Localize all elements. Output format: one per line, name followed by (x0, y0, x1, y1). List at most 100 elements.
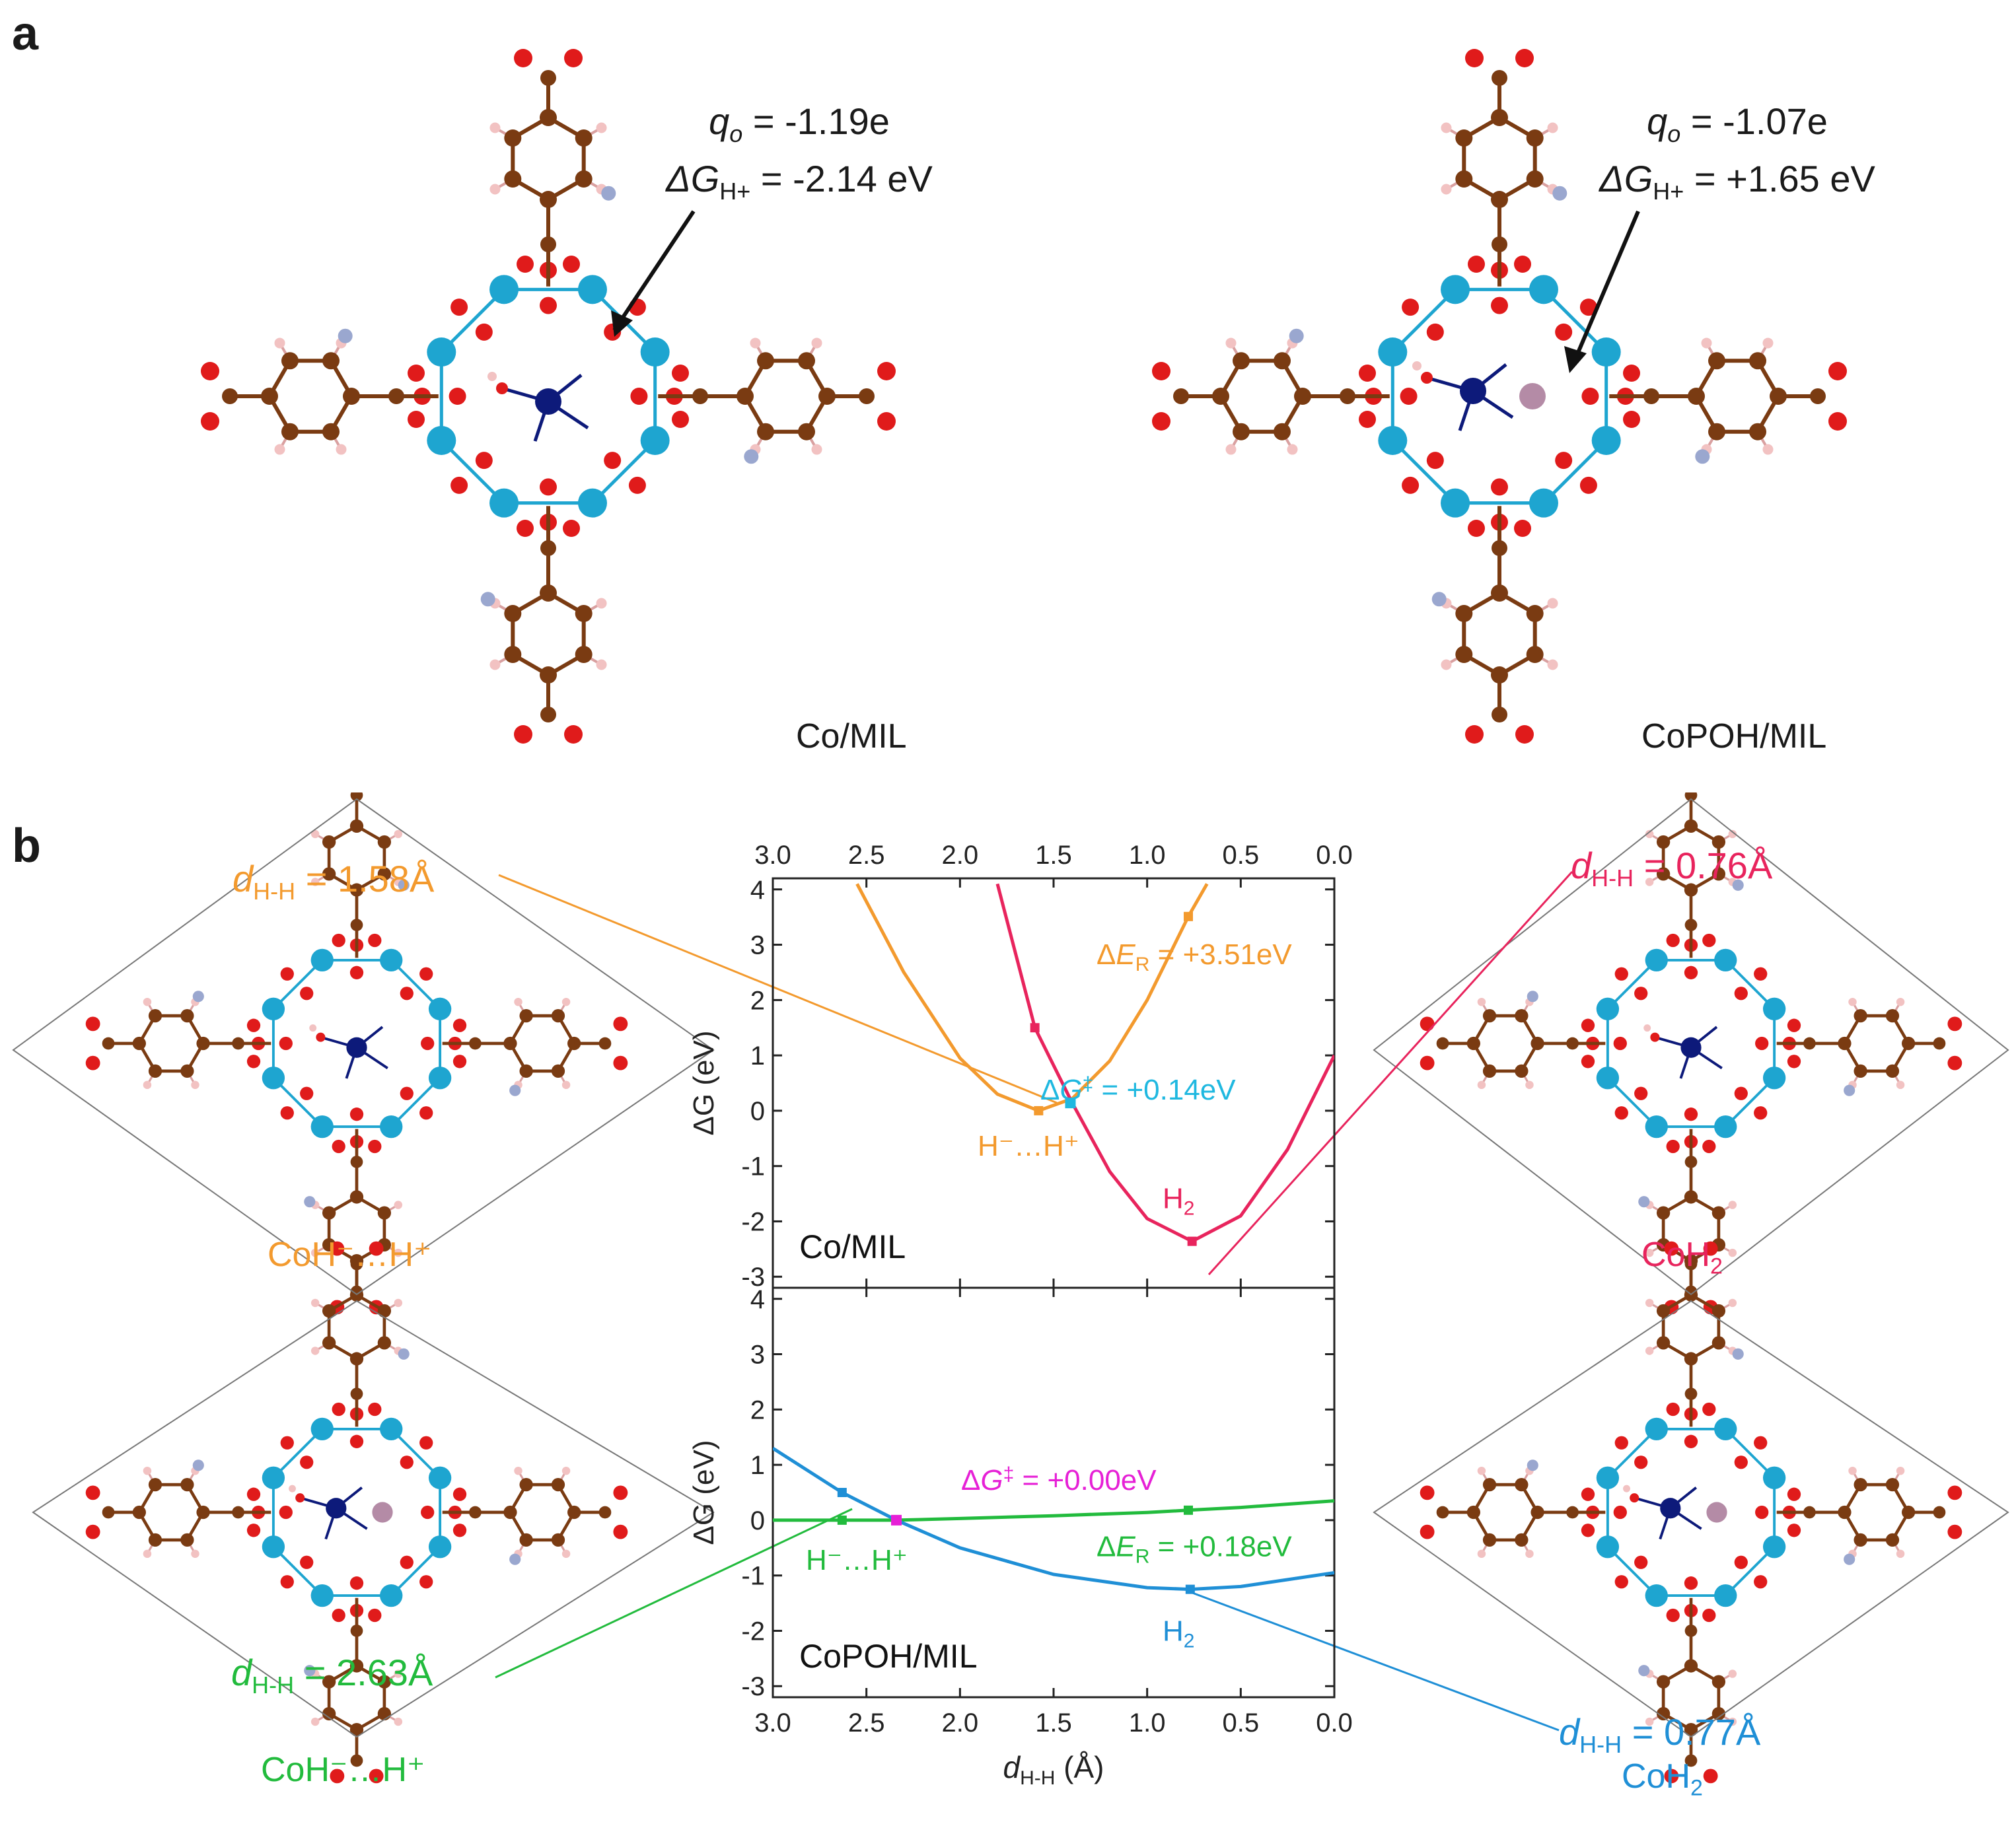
bond (272, 1428, 324, 1479)
carbon-atom (349, 1190, 364, 1204)
oxygen-atom (1581, 1524, 1595, 1537)
metal-node-atom (1591, 337, 1621, 367)
oxygen-atom (613, 1016, 628, 1032)
oxygen-atom (1426, 323, 1444, 341)
carbon-atom (504, 170, 522, 188)
x-tick-label: 2.5 (848, 1708, 885, 1738)
panel-b-letter: b (12, 820, 41, 872)
hydrogen-atom (394, 1298, 403, 1308)
oxygen-atom (1734, 1086, 1748, 1100)
carbon-atom (1711, 1304, 1726, 1318)
annotation-arrow (612, 210, 696, 332)
oxygen-atom (1614, 967, 1628, 981)
carbon-atom (1566, 1506, 1579, 1519)
plot-area (855, 883, 1334, 1246)
carbon-atom (350, 1625, 363, 1637)
carbon-atom (1688, 388, 1705, 405)
nitrogen-atom (1638, 1665, 1650, 1677)
connector-line (495, 1508, 853, 1679)
carbon-atom (350, 1387, 363, 1400)
carbon-atom (1482, 1477, 1497, 1492)
oxygen-atom (1787, 1018, 1801, 1032)
hydrogen-atom (1762, 444, 1774, 455)
carbon-atom (1455, 646, 1473, 663)
data-point-h2 (1030, 1023, 1040, 1033)
hydrogen-atom (596, 659, 607, 670)
oxygen-atom (1630, 1493, 1639, 1503)
y-tick-label: 4 (750, 1285, 765, 1314)
panel-label: CoPOH/MIL (799, 1638, 978, 1675)
carbon-atom (1711, 867, 1726, 881)
carbon-atom (377, 835, 392, 849)
oxygen-atom (419, 967, 433, 981)
cobalt-atom (326, 1498, 347, 1519)
metal-node-atom (1596, 1535, 1620, 1559)
oxygen-atom (1755, 1505, 1769, 1520)
carbon-atom (540, 191, 557, 208)
ion-pair-point-label: H⁻…H⁺ (806, 1544, 908, 1576)
carbon-atom (519, 1477, 533, 1492)
bond (440, 439, 505, 505)
hydrogen-atom (1645, 1248, 1654, 1257)
oxygen-atom (280, 1436, 294, 1450)
oxygen-atom (1614, 1436, 1628, 1450)
metal-node-atom (1714, 1417, 1737, 1441)
oxygen-atom (1702, 933, 1716, 948)
oxygen-atom (1579, 476, 1597, 494)
carbon-atom (1749, 352, 1766, 370)
copoh-mil-label: CoPOH/MIL (1641, 717, 1827, 755)
carbon-atom (1684, 1754, 1698, 1767)
carbon-atom (540, 584, 557, 602)
hydrogen-atom (489, 659, 501, 670)
hydrogen-atom (1645, 1347, 1654, 1355)
oxygen-atom (1754, 1106, 1768, 1120)
hydrogen-atom (310, 1248, 320, 1257)
oxygen-atom (1514, 520, 1531, 537)
transition-state-marker (1065, 1098, 1076, 1109)
phosphorus-atom (1519, 383, 1546, 409)
hydrogen-atom (1645, 1717, 1654, 1726)
hydrogen-atom (1547, 122, 1558, 133)
distance-label-co-h2: dH-H = 0.76Å (1571, 845, 1773, 892)
metal-node-atom (577, 275, 607, 304)
hydrogen-atom (1645, 1298, 1654, 1308)
hydrogen-atom (1477, 997, 1486, 1006)
oxygen-atom (368, 1608, 382, 1623)
metal-node-atom (428, 1535, 452, 1559)
nitrogen-atom (1527, 991, 1538, 1002)
oxygen-atom (1623, 365, 1640, 382)
carbon-atom (504, 646, 522, 663)
cobalt-atom (1660, 1498, 1681, 1519)
carbon-atom (322, 1304, 336, 1318)
oxygen-atom (1581, 388, 1599, 405)
carbon-atom (377, 1304, 392, 1318)
oxygen-atom (419, 1106, 433, 1120)
carbon-atom (1526, 605, 1544, 622)
panel-a-structures (201, 49, 1847, 744)
carbon-atom (1708, 352, 1725, 370)
oxygen-atom (1947, 1055, 1962, 1071)
carbon-atom (222, 388, 238, 404)
oxygen-atom (316, 1032, 326, 1042)
arrow-head (611, 310, 633, 337)
metal-node-atom (489, 275, 519, 304)
oxygen-atom (1684, 1576, 1698, 1590)
carbon-atom (350, 1754, 363, 1767)
bond (1724, 1428, 1776, 1479)
nitrogen-atom (304, 1196, 316, 1208)
oxygen-atom (613, 1485, 628, 1500)
hydrogen-atom (143, 1080, 152, 1090)
oxygen-atom (1614, 1575, 1628, 1589)
oxygen-atom (452, 1487, 467, 1501)
carbon-atom (180, 1477, 194, 1492)
oxygen-atom (1828, 412, 1847, 431)
oxygen-atom (332, 1139, 345, 1154)
series-line-h2 (995, 883, 1334, 1244)
hydrogen-atom (1645, 878, 1654, 886)
carbon-atom (1711, 1206, 1726, 1220)
y-tick-label: 1 (750, 1451, 765, 1480)
y-tick-label: 0 (750, 1506, 765, 1535)
series-line-ion_pair (773, 1499, 1334, 1522)
x-tick-label: 1.0 (1129, 1708, 1166, 1738)
